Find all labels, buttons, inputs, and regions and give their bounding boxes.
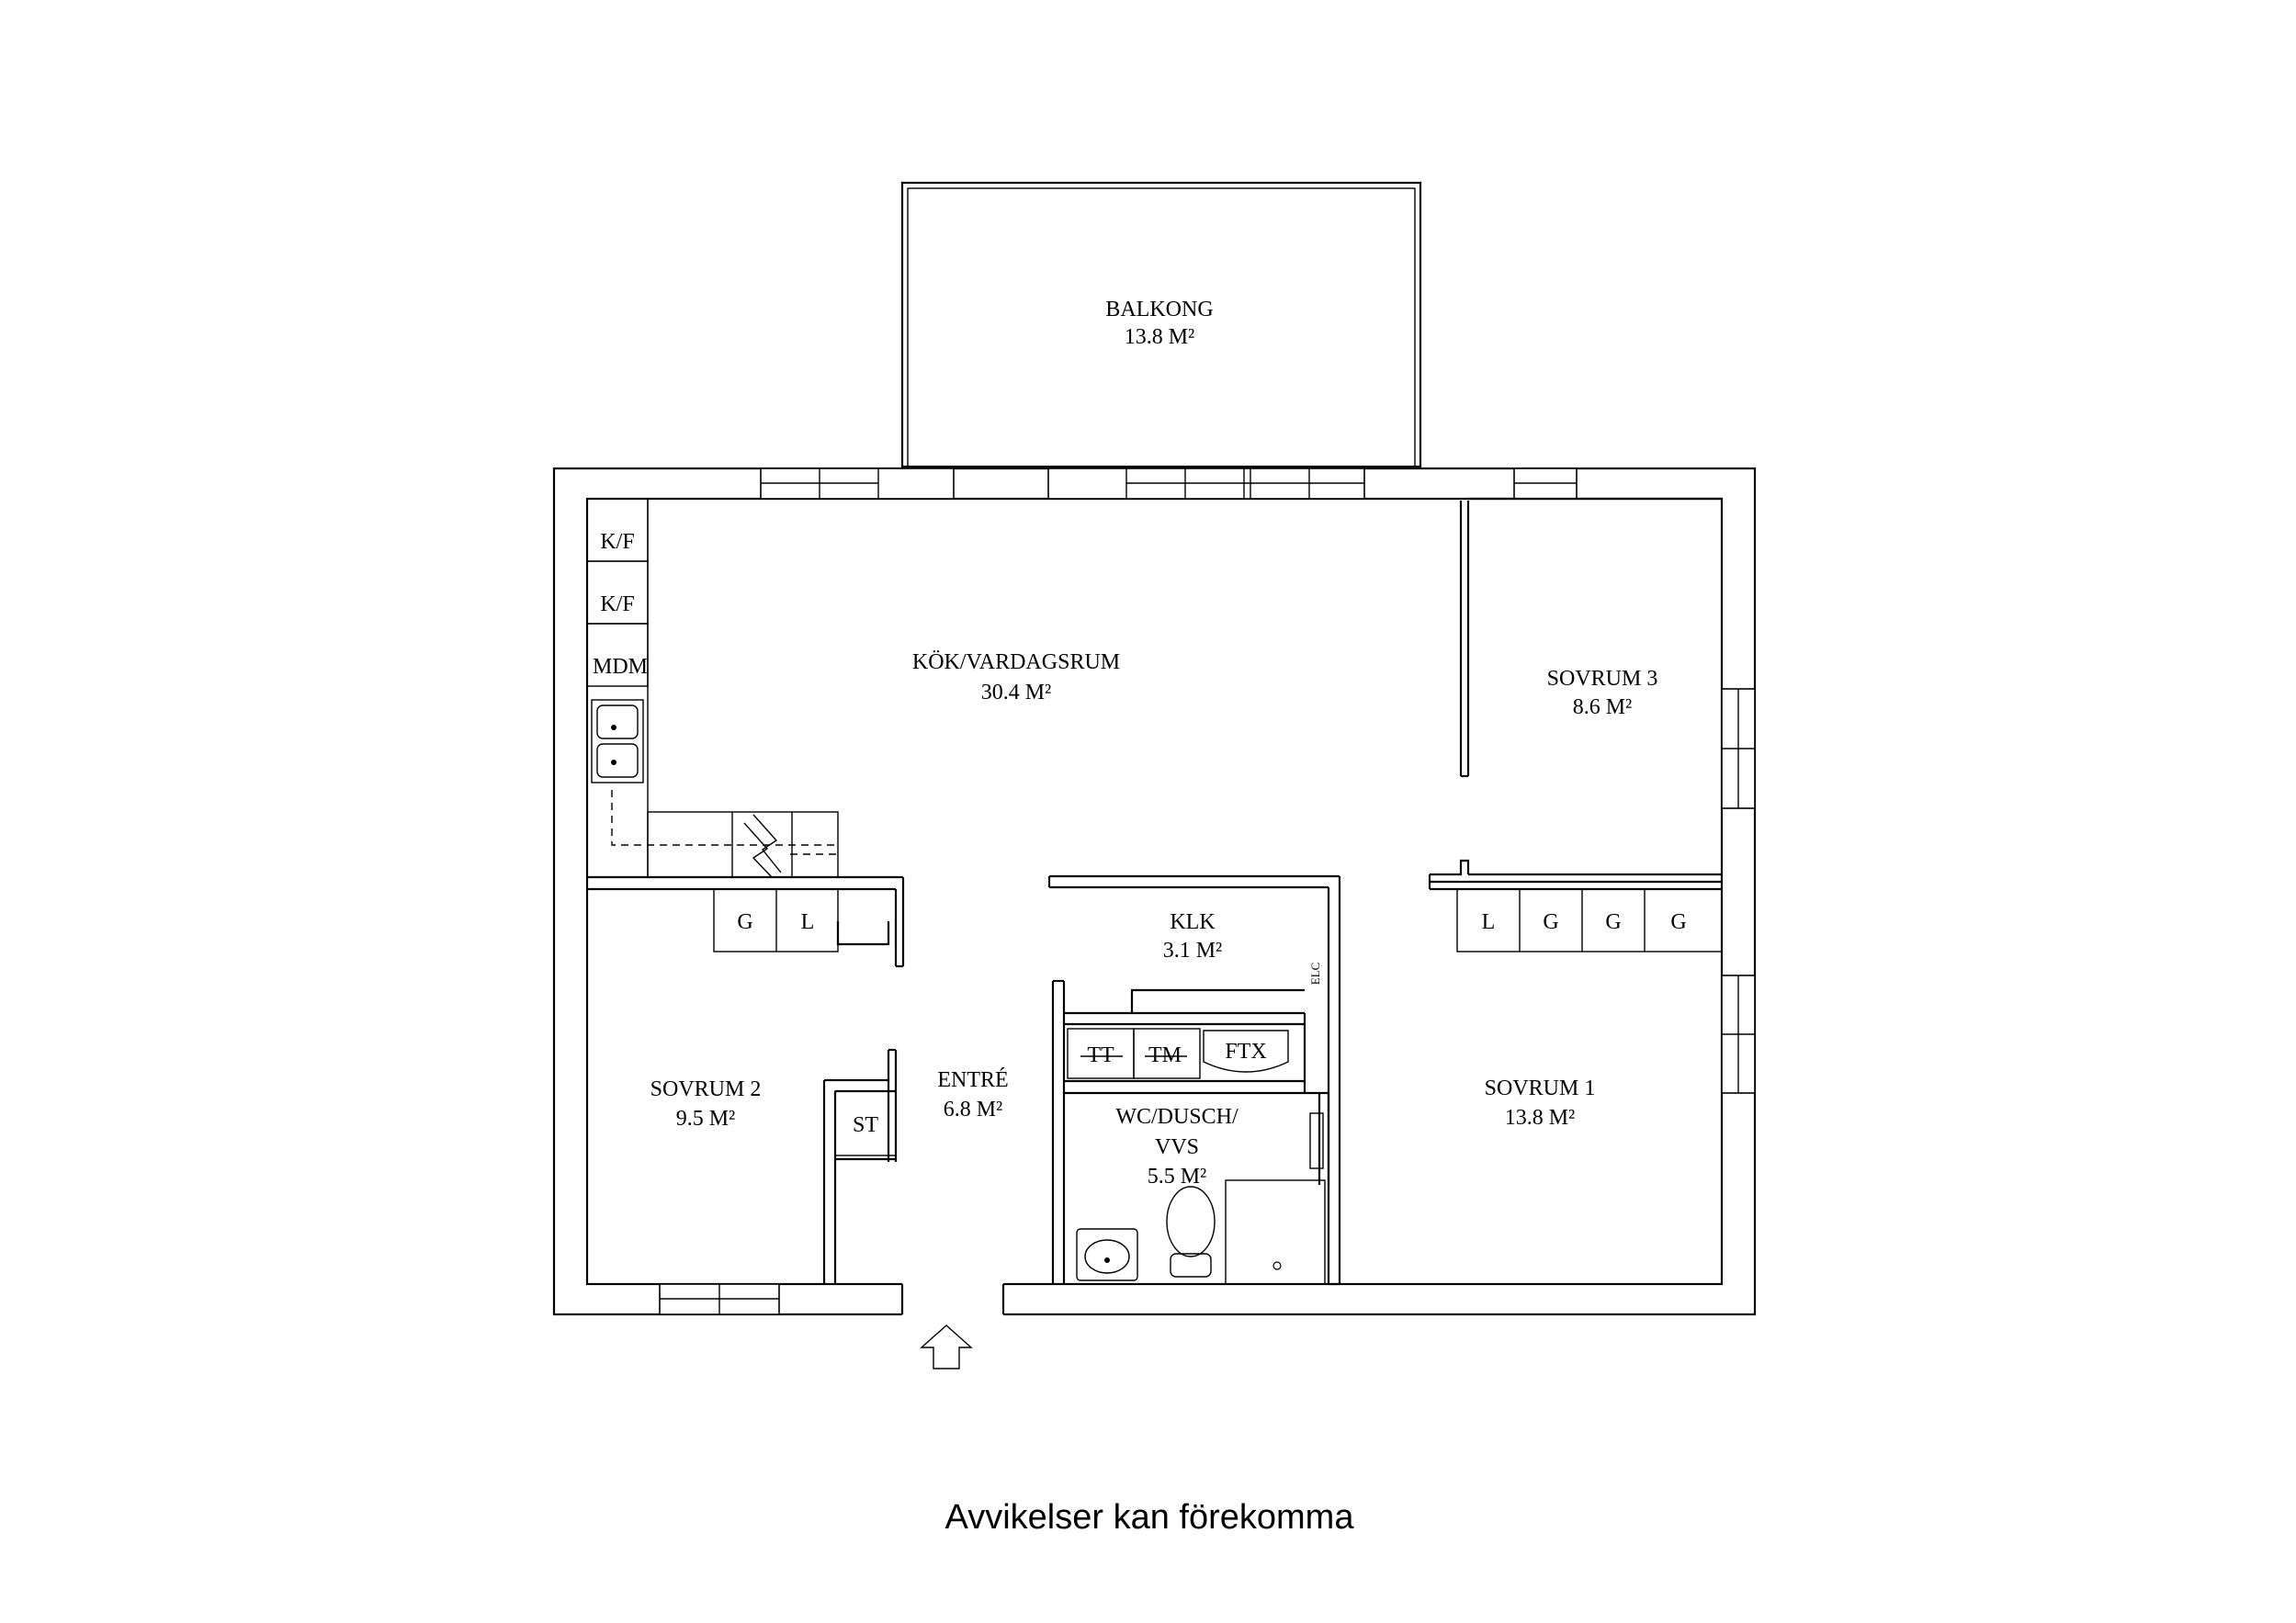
room-area-sovrum3: 8.6 M² (1573, 695, 1633, 719)
sink-icon (591, 699, 644, 783)
windows (659, 468, 1756, 1315)
laundry-units (1067, 1028, 1289, 1079)
room-name-klk: KLK (1170, 910, 1216, 934)
wardrobe-g3-sovrum1: G (1670, 910, 1686, 934)
room-name-wc-line1: WC/DUSCH/ (1115, 1105, 1238, 1129)
wardrobe-g1-sovrum1: G (1543, 910, 1558, 934)
fixture-mdm: MDM (593, 655, 648, 679)
toilet-icon (1166, 1186, 1216, 1278)
room-name-sovrum1: SOVRUM 1 (1485, 1076, 1596, 1100)
stove-icon (743, 814, 782, 878)
room-area-sovrum1: 13.8 M² (1505, 1106, 1576, 1130)
room-name-sovrum2: SOVRUM 2 (650, 1077, 762, 1101)
room-area-sovrum2: 9.5 M² (676, 1107, 736, 1131)
room-labels: BALKONG 13.8 M² KÖK/VARDAGSRUM 30.4 M² S… (650, 298, 1658, 1189)
room-name-kok: KÖK/VARDAGSRUM (912, 650, 1120, 674)
room-area-wc: 5.5 M² (1148, 1165, 1207, 1189)
kitchen-counter (586, 498, 839, 878)
disclaimer: Avvikelser kan förekomma (945, 1498, 1355, 1537)
electric-cabinet-label: ELC (1308, 963, 1322, 986)
balcony (900, 181, 1422, 468)
wardrobe-l-sovrum2: L (801, 910, 815, 934)
wardrobe-l-sovrum1: L (1482, 910, 1496, 934)
entrance-door (900, 1282, 1005, 1316)
wardrobe-g-sovrum2: G (737, 910, 752, 934)
appliance-tt: TT (1087, 1043, 1114, 1067)
fixture-kf-1: K/F (600, 530, 634, 554)
fixture-labels: K/F K/F MDM G L L G G G ST TT TM FTX ELC (593, 530, 1687, 1137)
room-area-kok: 30.4 M² (981, 681, 1052, 704)
room-name-wc-line2: VVS (1155, 1135, 1199, 1159)
washbasin-icon (1076, 1228, 1138, 1281)
room-name-entre: ENTRÉ (937, 1068, 1008, 1092)
room-name-balkong: BALKONG (1105, 298, 1213, 321)
wardrobe-g2-sovrum1: G (1605, 910, 1621, 934)
storage-st: ST (853, 1113, 878, 1137)
appliance-ftx: FTX (1225, 1040, 1266, 1064)
entrance-arrow-icon (920, 1324, 973, 1369)
room-area-balkong: 13.8 M² (1125, 325, 1195, 349)
room-area-klk: 3.1 M² (1163, 939, 1223, 963)
bathroom (1225, 1112, 1326, 1285)
room-area-entre: 6.8 M² (944, 1098, 1003, 1121)
room-name-sovrum3: SOVRUM 3 (1547, 667, 1658, 691)
wardrobes (713, 888, 1723, 1156)
fixture-kf-2: K/F (600, 592, 634, 616)
appliance-tm: TM (1148, 1043, 1182, 1067)
